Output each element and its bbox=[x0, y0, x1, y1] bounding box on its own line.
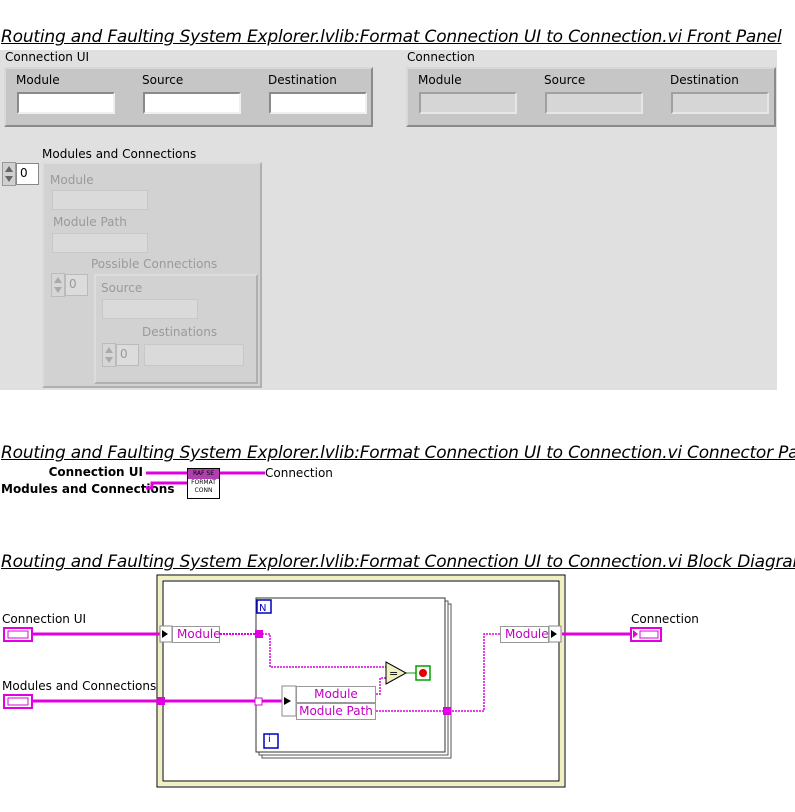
possible-connections-index-spinner[interactable] bbox=[51, 273, 65, 297]
spinner-arrows-icon bbox=[5, 166, 13, 182]
vi-icon-banner: RAF SE bbox=[188, 469, 219, 479]
connection-source-label: Source bbox=[544, 73, 586, 87]
module-path-field bbox=[52, 233, 148, 253]
connector-input-connection-ui: Connection UI bbox=[48, 465, 143, 479]
connection-ui-cluster: Module Source Destination bbox=[4, 67, 373, 127]
connection-destination-label: Destination bbox=[670, 73, 739, 87]
connection-ui-source-input[interactable] bbox=[143, 92, 241, 114]
connection-cluster: Module Source Destination bbox=[406, 67, 776, 127]
connection-label: Connection bbox=[407, 50, 475, 64]
bd-output-connection-label: Connection bbox=[631, 612, 699, 626]
connector-pane-wires bbox=[146, 471, 265, 490]
connector-output-connection: Connection bbox=[265, 466, 333, 480]
module-label: Module bbox=[50, 173, 94, 187]
modules-and-connections-element: Module Module Path Possible Connections … bbox=[42, 162, 262, 388]
destinations-label: Destinations bbox=[142, 325, 218, 339]
vi-icon[interactable]: RAF SE FORMAT CONN bbox=[187, 468, 220, 499]
front-panel-canvas: Connection UI Module Source Destination … bbox=[0, 50, 777, 390]
spinner-arrows-icon bbox=[105, 347, 113, 363]
svg-text:N: N bbox=[259, 603, 266, 614]
modules-and-connections-label: Modules and Connections bbox=[42, 147, 197, 161]
module-field bbox=[52, 190, 148, 210]
source-field bbox=[102, 299, 198, 319]
destinations-index-spinner[interactable] bbox=[102, 343, 116, 367]
bundle-by-name-module[interactable]: Module bbox=[500, 626, 549, 643]
connection-destination-indicator bbox=[671, 92, 769, 114]
connection-ui-module-input[interactable] bbox=[17, 92, 115, 114]
svg-text:=: = bbox=[389, 667, 398, 680]
destinations-element-field bbox=[144, 344, 244, 366]
connection-ui-module-label: Module bbox=[16, 73, 60, 87]
loop-iteration-icon: i bbox=[268, 734, 271, 745]
possible-connections-index-input[interactable]: 0 bbox=[65, 274, 88, 296]
front-panel-heading: Routing and Faulting System Explorer.lvl… bbox=[1, 27, 782, 47]
bd-input-modules-and-connections-label: Modules and Connections bbox=[2, 679, 157, 693]
array-index-input[interactable]: 0 bbox=[16, 163, 39, 185]
connection-source-indicator bbox=[545, 92, 643, 114]
vi-icon-text-2: CONN bbox=[194, 487, 213, 494]
connection-ui-source-label: Source bbox=[142, 73, 184, 87]
bd-input-connection-ui-label: Connection UI bbox=[2, 612, 87, 626]
block-diagram-canvas: N = bbox=[3, 574, 662, 788]
module-path-label: Module Path bbox=[53, 215, 127, 229]
connection-module-indicator bbox=[419, 92, 517, 114]
connector-pane-heading: Routing and Faulting System Explorer.lvl… bbox=[1, 443, 795, 463]
possible-connections-element: Source Destinations 0 bbox=[94, 274, 258, 384]
source-label: Source bbox=[101, 281, 143, 295]
unbundle-inner-module-path[interactable]: Module Path bbox=[296, 703, 376, 720]
array-index-spinner[interactable] bbox=[2, 162, 16, 186]
connection-ui-label: Connection UI bbox=[5, 50, 90, 64]
block-diagram-heading: Routing and Faulting System Explorer.lvl… bbox=[1, 552, 795, 572]
vi-icon-text-1: FORMAT bbox=[191, 479, 216, 486]
connector-input-modules-and-connections: Modules and Connections bbox=[1, 482, 175, 496]
destinations-index-input[interactable]: 0 bbox=[116, 344, 139, 366]
unbundle-by-name-module[interactable]: Module bbox=[172, 626, 221, 643]
unbundle-inner-module[interactable]: Module bbox=[296, 686, 376, 703]
connection-module-label: Module bbox=[418, 73, 462, 87]
connection-ui-destination-input[interactable] bbox=[269, 92, 367, 114]
connection-ui-destination-label: Destination bbox=[268, 73, 337, 87]
possible-connections-label: Possible Connections bbox=[91, 257, 218, 271]
spinner-arrows-icon bbox=[54, 277, 62, 293]
